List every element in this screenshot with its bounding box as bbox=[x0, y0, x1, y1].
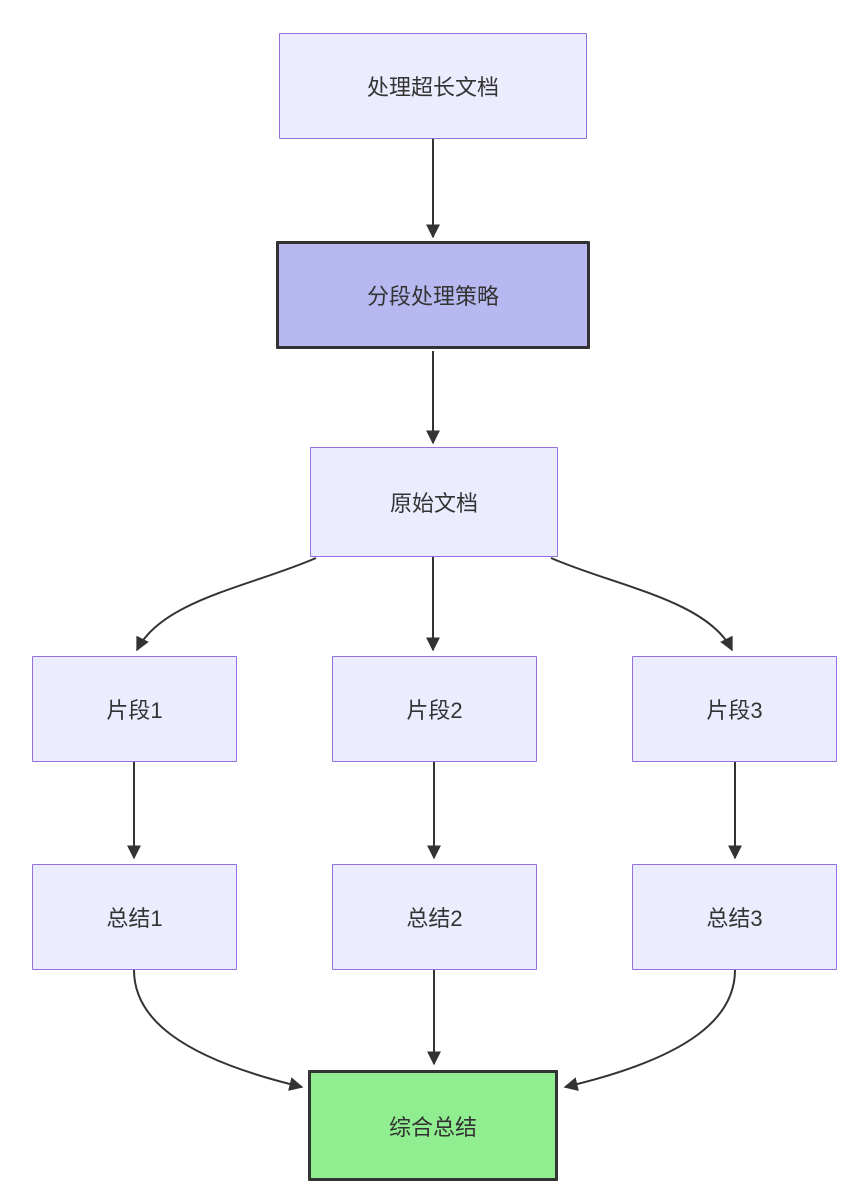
node-segmentation-strategy: 分段处理策略 bbox=[276, 241, 590, 349]
node-label: 片段1 bbox=[106, 698, 163, 723]
node-label: 原始文档 bbox=[389, 491, 478, 516]
node-process-long-document: 处理超长文档 bbox=[279, 33, 587, 139]
node-original-document: 原始文档 bbox=[310, 447, 558, 557]
edge-c-s1 bbox=[136, 557, 317, 652]
node-label: 总结3 bbox=[706, 906, 763, 931]
edge-z3-d bbox=[563, 969, 736, 1091]
node-label: 片段3 bbox=[706, 698, 763, 723]
edge-c-s3 bbox=[550, 557, 733, 652]
node-summary-2: 总结2 bbox=[332, 864, 537, 970]
node-label: 综合总结 bbox=[388, 1114, 477, 1140]
edge-z1-d bbox=[133, 969, 304, 1091]
node-summary-3: 总结3 bbox=[632, 864, 837, 970]
node-fragment-2: 片段2 bbox=[332, 656, 537, 762]
node-fragment-1: 片段1 bbox=[32, 656, 237, 762]
node-label: 总结2 bbox=[406, 906, 463, 931]
node-final-summary: 综合总结 bbox=[308, 1070, 558, 1181]
node-summary-1: 总结1 bbox=[32, 864, 237, 970]
node-label: 片段2 bbox=[406, 698, 463, 723]
node-label: 分段处理策略 bbox=[366, 284, 499, 309]
node-label: 总结1 bbox=[106, 906, 163, 931]
node-label: 处理超长文档 bbox=[366, 75, 499, 100]
node-fragment-3: 片段3 bbox=[632, 656, 837, 762]
